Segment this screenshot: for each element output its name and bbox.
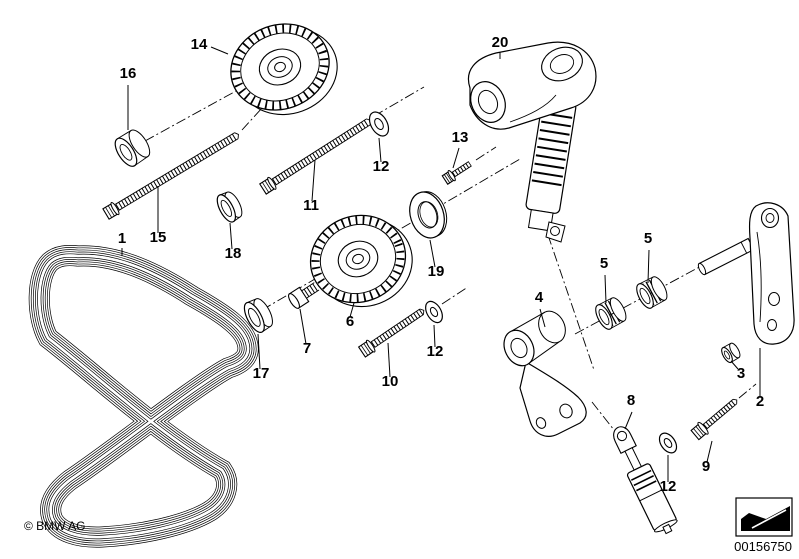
callout-8[interactable]: 8 — [627, 392, 635, 409]
callout-17[interactable]: 17 — [253, 365, 270, 382]
part-13-bolt — [441, 161, 472, 185]
part-2-mounting-bracket — [748, 202, 795, 345]
part-18-cap — [216, 191, 243, 223]
callout-6[interactable]: 6 — [346, 313, 354, 330]
part-5-needle-bearing-left — [595, 297, 627, 330]
part-5-needle-bearing-right — [636, 276, 668, 309]
copyright: © BMW AG — [24, 519, 86, 533]
callout-7[interactable]: 7 — [303, 340, 311, 357]
callout-18[interactable]: 18 — [225, 245, 242, 262]
callout-16[interactable]: 16 — [120, 65, 137, 82]
part-9-bolt — [690, 398, 738, 441]
diagram-stamp — [735, 497, 793, 537]
part-7-fit-bolt — [288, 282, 320, 309]
part-12-washer-top — [368, 111, 390, 137]
part-19-washer-large — [409, 191, 448, 239]
part-12-washer-middle — [425, 300, 443, 324]
part-20-belt-tensioner — [467, 41, 597, 243]
part-6-idler-pulley — [309, 214, 413, 308]
part-number: 00156750 — [734, 539, 792, 554]
callout-3[interactable]: 3 — [737, 365, 745, 382]
callout-2[interactable]: 2 — [756, 393, 764, 410]
callout-11[interactable]: 11 — [303, 197, 319, 214]
part-15-bolt — [102, 132, 239, 220]
part-12-washer-bottom — [658, 432, 678, 454]
callout-4[interactable]: 4 — [535, 289, 544, 306]
callout-12-bottom[interactable]: 12 — [660, 478, 677, 495]
part-3-bushing — [721, 342, 741, 364]
callout-19[interactable]: 19 — [428, 263, 445, 280]
callout-12-middle[interactable]: 12 — [427, 343, 444, 360]
part-11-bolt — [259, 118, 371, 195]
part-2-pin — [697, 237, 755, 276]
part-8-tensioner-damper — [613, 426, 678, 535]
callout-13[interactable]: 13 — [452, 129, 469, 146]
part-10-bolt — [357, 308, 425, 358]
callout-12-top[interactable]: 12 — [373, 158, 390, 175]
callout-9[interactable]: 9 — [702, 458, 710, 475]
callout-20[interactable]: 20 — [492, 34, 509, 51]
part-14-deflection-pulley — [230, 23, 338, 116]
callout-1[interactable]: 1 — [118, 230, 126, 247]
part-17-cap — [243, 298, 273, 333]
callout-5-right[interactable]: 5 — [644, 230, 652, 247]
callout-5-left[interactable]: 5 — [600, 255, 608, 272]
callout-14[interactable]: 14 — [191, 36, 208, 53]
part-16-cap — [114, 129, 151, 167]
part-1-ribbed-belt — [39, 256, 248, 538]
callout-leader-lines — [121, 46, 761, 482]
callout-10[interactable]: 10 — [382, 373, 399, 390]
part-4-support-bracket — [503, 310, 587, 437]
corner-arrow-icon — [741, 506, 790, 531]
callout-15[interactable]: 15 — [150, 229, 167, 246]
